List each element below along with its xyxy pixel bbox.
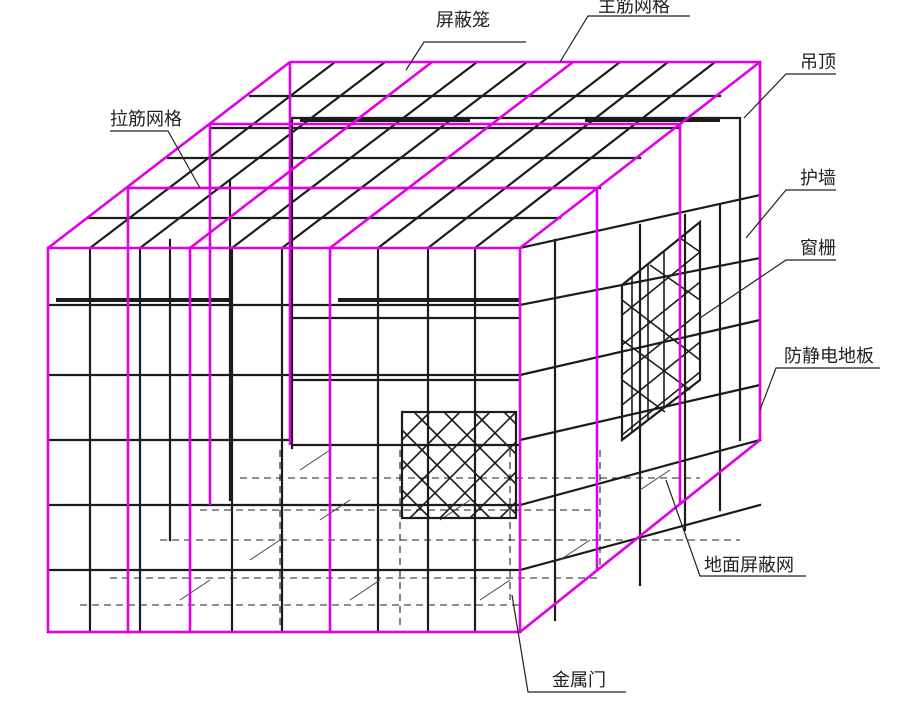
label-shield-cage-text: 屏蔽笼 [436, 10, 490, 31]
label-antistatic-floor: 防静电地板 [759, 346, 880, 411]
label-ceiling: 吊顶 [743, 52, 836, 119]
label-window-grille: 窗栅 [699, 238, 836, 319]
main-rebar-frame [46, 60, 762, 634]
label-ground-shield-mesh-text: 地面屏蔽网 [704, 555, 794, 576]
label-tie-rebar-grid: 拉筋网格 [110, 109, 201, 189]
label-window-grille-text: 窗栅 [800, 238, 836, 259]
metal-door-mesh [400, 410, 518, 520]
inner-room [56, 116, 742, 542]
label-protective-wall: 护墙 [745, 168, 836, 239]
label-ground-shield-mesh: 地面屏蔽网 [665, 479, 806, 577]
label-ceiling-text: 吊顶 [800, 52, 836, 73]
label-metal-door: 金属门 [511, 594, 626, 693]
ground-shield-mesh [80, 449, 740, 630]
top-grid [86, 60, 722, 250]
label-antistatic-floor-text: 防静电地板 [784, 346, 874, 367]
label-main-rebar-grid-text: 主筋网格 [598, 0, 670, 17]
front-wall-grid [46, 246, 522, 634]
label-tie-rebar-grid-text: 拉筋网格 [110, 109, 182, 130]
label-protective-wall-text: 护墙 [800, 168, 836, 189]
label-main-rebar-grid: 主筋网格 [559, 0, 690, 63]
label-metal-door-text: 金属门 [552, 670, 606, 691]
label-shield-cage: 屏蔽笼 [405, 10, 526, 71]
